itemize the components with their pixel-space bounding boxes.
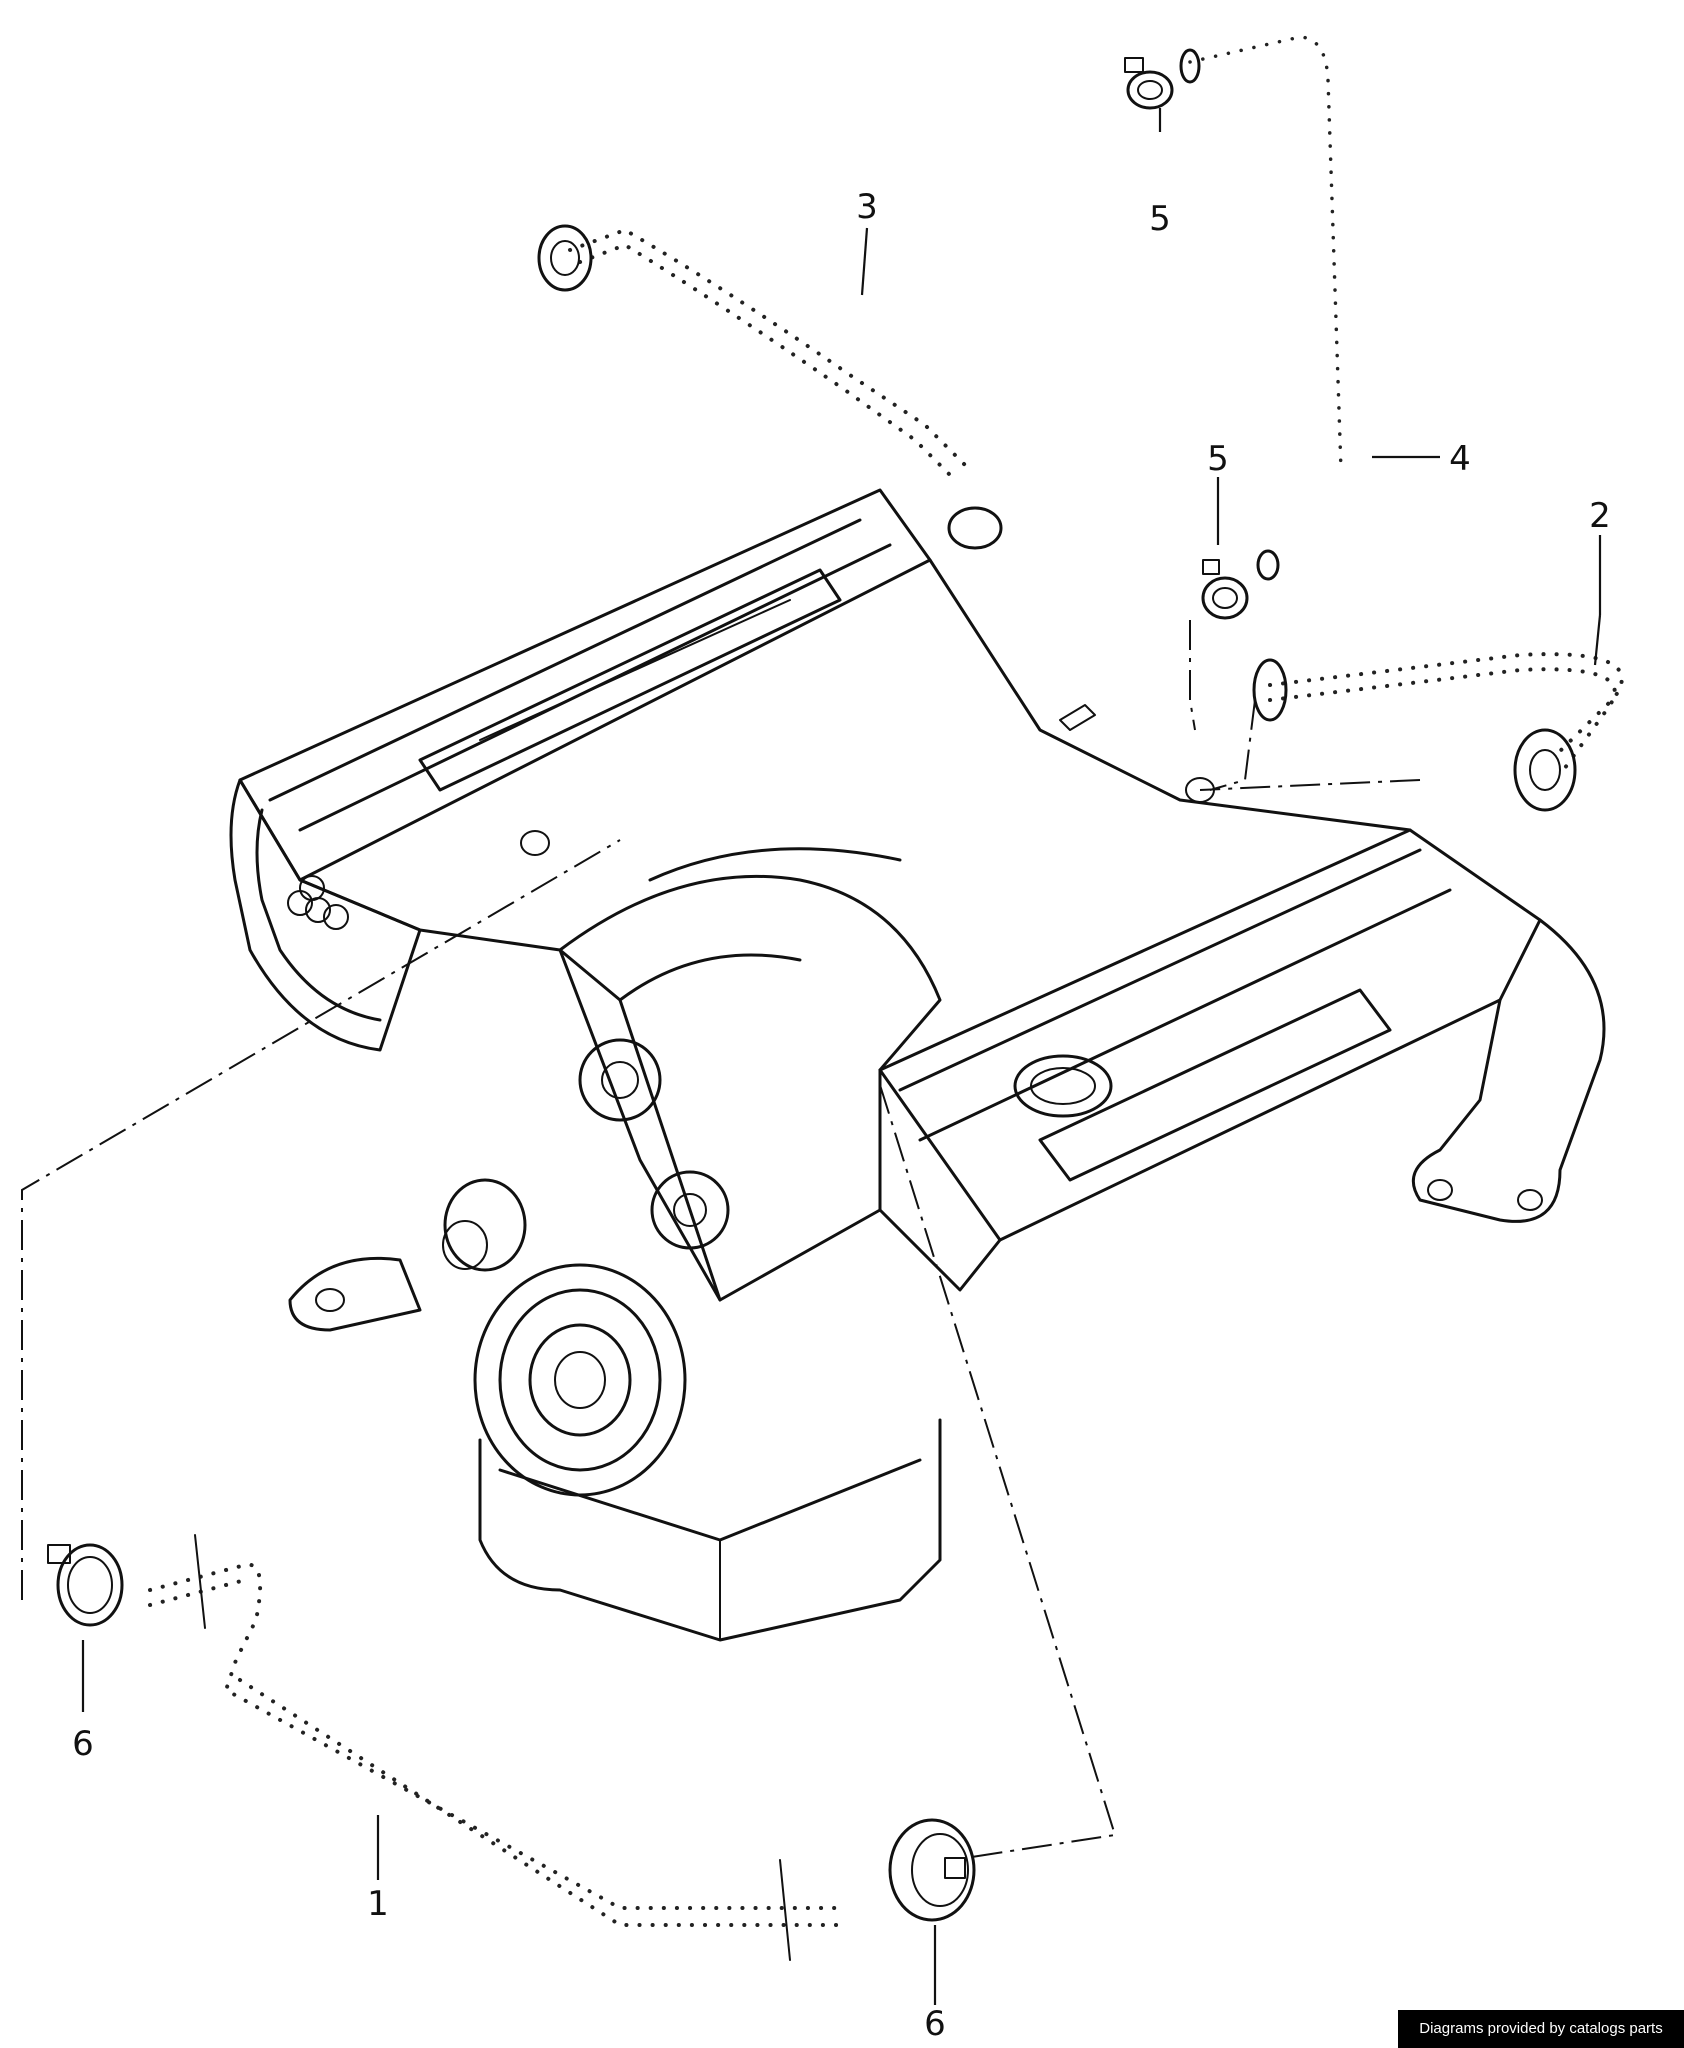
callout-6-left: 6 <box>72 1724 94 1764</box>
hose-2-icon <box>1245 633 1654 825</box>
callout-3: 3 <box>856 187 878 227</box>
callout-5-mid: 5 <box>1207 439 1229 479</box>
callout-2: 2 <box>1589 496 1611 536</box>
crank-pulley-icon <box>473 1263 687 1497</box>
callout-4: 4 <box>1449 439 1471 479</box>
hose-3-icon <box>537 210 1003 550</box>
callout-5-top: 5 <box>1149 199 1171 239</box>
clamp-6-right-icon <box>888 1818 976 1922</box>
hose-4-icon <box>1176 26 1360 581</box>
hose-1-icon <box>125 1534 870 1961</box>
callout-leaders <box>81 108 1602 2005</box>
clamp-6-left-icon <box>47 1543 124 1627</box>
engine-block-drawing <box>229 488 1606 1642</box>
clamp-5-top-icon <box>1124 57 1174 110</box>
rings-logo-icon <box>287 875 349 930</box>
distributor-gear-icon <box>442 1178 527 1272</box>
credit-footer: Diagrams provided by catalogs parts <box>1398 2010 1684 2048</box>
idler-pulley-icon <box>578 1038 730 1250</box>
callout-1: 1 <box>367 1884 389 1924</box>
clamp-5-mid-icon <box>1201 559 1249 620</box>
callout-6-right: 6 <box>924 2004 946 2044</box>
assembly-lines <box>21 620 1421 1859</box>
